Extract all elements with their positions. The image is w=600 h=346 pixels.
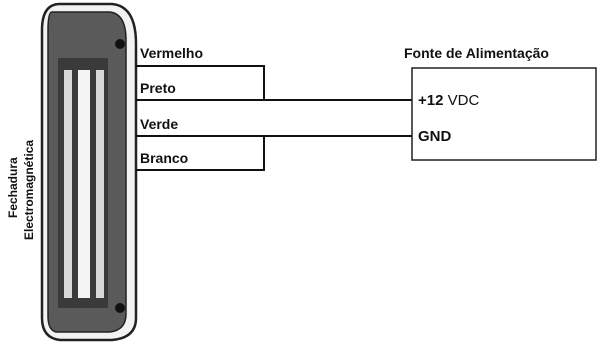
wires [136,65,412,171]
mount-screw-top [115,39,125,49]
electromagnetic-lock [40,2,138,342]
wire-label-white: Branco [140,150,189,166]
lock-core-middle [78,70,90,298]
lock-core-right [96,70,104,298]
power-supply-title: Fonte de Alimentação [404,45,549,61]
power-supply-box [411,67,597,161]
positive-voltage-value: +12 [418,92,444,109]
wire-white-line [136,136,265,171]
mount-screw-bottom [115,303,125,313]
positive-voltage-unit: VDC [443,92,480,109]
device-label-line1: Fechadura [6,157,20,218]
wire-label-red: Vermelho [140,45,204,61]
wire-label-black: Preto [140,80,176,96]
power-supply-ground-terminal: GND [418,128,452,145]
device-label-line2: Electromagnética [22,139,36,240]
lock-core-left [64,70,72,298]
power-supply-positive-terminal: +12 VDC [418,92,479,109]
wire-label-green: Verde [140,116,179,132]
wire-red-line [136,65,265,100]
